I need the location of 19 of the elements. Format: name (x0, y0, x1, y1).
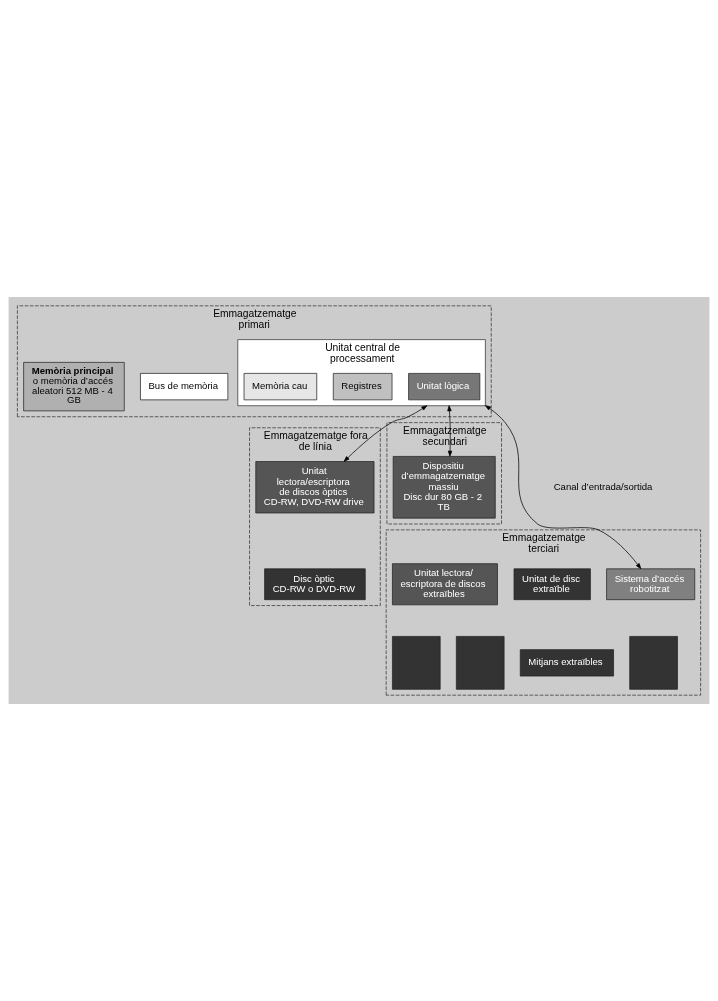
node-box: Memòria principal o memòria d’accés aleatori 512 MB - 4 GB (23, 362, 125, 412)
node-box (629, 636, 678, 690)
node-box (455, 636, 505, 690)
label: Canal d’entrada/sortida (553, 480, 653, 492)
node-box: Registres (332, 373, 393, 401)
node-box: Bus de memòria (140, 373, 229, 401)
arrow (343, 405, 428, 462)
node-box: Unitat de disc extraïble (513, 568, 591, 601)
arrow (485, 405, 642, 569)
node-box (392, 636, 441, 690)
node-box: Unitat lògica (408, 373, 481, 401)
node-box: Disc òptic CD-RW o DVD-RW (264, 568, 366, 601)
node-box: Unitat lectora/ escriptora de discos extraïbles (392, 563, 498, 606)
node-box: Memòria cau (243, 373, 318, 401)
node-box: Dispositiu d’emmagatzematge massiu Disc dur 80 GB - 2 TB (392, 456, 496, 519)
node-box: Sistema d’accés robotitzat (606, 568, 696, 601)
node-box: Mitjans extraïbles (519, 649, 614, 677)
arrow (447, 405, 453, 457)
node-box: Unitat lectora/escriptora de discos òptics CD-RW, DVD-RW drive (255, 461, 375, 514)
